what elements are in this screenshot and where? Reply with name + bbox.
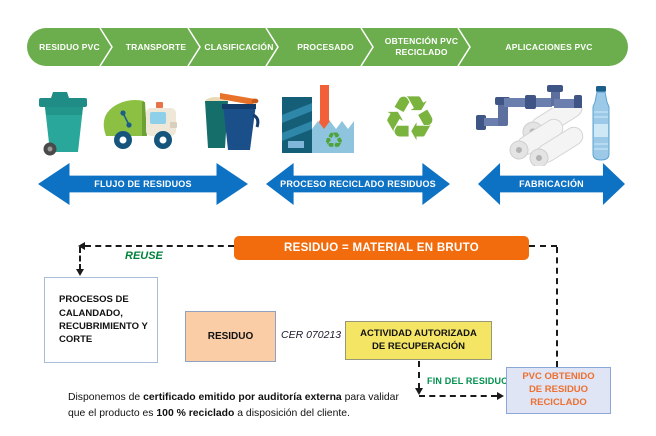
actividad-line2: DE RECUPERACIÓN bbox=[372, 340, 465, 352]
process-chevron-bar: RESIDUO PVC TRANSPORTE CLASIFICACIÓN PRO… bbox=[27, 28, 628, 66]
arrowhead-down-icon bbox=[76, 269, 84, 276]
arrowhead-down-icon bbox=[415, 388, 423, 395]
plastic-bottle-icon bbox=[592, 86, 610, 161]
arrow-proceso-reciclado: PROCESO RECICLADO RESIDUOS bbox=[266, 163, 450, 205]
garbage-truck-icon bbox=[103, 100, 177, 149]
note-seg3: para validar que el producto es bbox=[68, 392, 399, 419]
step-residuo-pvc: RESIDUO PVC bbox=[39, 41, 100, 52]
wheelie-bin-icon bbox=[39, 92, 87, 156]
arrow-flujo-de-residuos: FLUJO DE RESIDUOS bbox=[38, 163, 248, 205]
arrowhead-left-icon bbox=[78, 242, 85, 250]
connector-banner-to-reuse bbox=[85, 245, 234, 247]
step-obtencion-pvc: OBTENCIÓN PVC RECICLADO bbox=[384, 36, 459, 57]
note-seg4-bold: 100 % reciclado bbox=[156, 408, 235, 419]
pvc-obtenido-box: PVC OBTENIDO DE RESIDUO RECICLADO bbox=[506, 367, 611, 414]
recycle-symbol-icon: ♻ bbox=[382, 82, 438, 155]
arrow-fabricacion: FABRICACIÓN bbox=[478, 163, 625, 205]
connector-fin-to-pvc bbox=[419, 395, 497, 397]
chevron-separators-icon bbox=[99, 28, 471, 66]
connector-activity-down bbox=[418, 361, 420, 389]
cer-code-label: CER 070213 bbox=[281, 329, 342, 341]
step-procesado: PROCESADO bbox=[297, 41, 354, 52]
note-seg5: a disposición del cliente. bbox=[234, 408, 350, 419]
pvc-line1: PVC OBTENIDO bbox=[522, 371, 595, 383]
arrowhead-right-icon bbox=[497, 392, 504, 400]
fin-del-residuo-label: FIN DEL RESIDUO bbox=[427, 376, 509, 386]
arrow-label: PROCESO RECICLADO RESIDUOS bbox=[280, 179, 436, 189]
note-seg1: Disponemos de bbox=[68, 392, 144, 404]
residuo-material-banner: RESIDUO = MATERIAL EN BRUTO bbox=[234, 236, 529, 260]
note-seg2-bold: certificado emitido por auditoría extern… bbox=[143, 392, 342, 404]
connector-down-to-process bbox=[79, 247, 81, 270]
step-transporte: TRANSPORTE bbox=[125, 41, 187, 52]
factory-recycle-glyph-icon: ♻ bbox=[324, 129, 344, 153]
recycling-factory-icon: ♻ bbox=[282, 85, 354, 153]
film-rolls-icon bbox=[509, 108, 584, 166]
certificate-note: Disponemos de certificado emitido por au… bbox=[68, 390, 402, 421]
actividad-autorizada-box: ACTIVIDAD AUTORIZADA DE RECUPERACIÓN bbox=[345, 321, 492, 360]
residuo-box: RESIDUO bbox=[185, 311, 276, 362]
connector-down-to-pvc bbox=[556, 247, 558, 367]
pvc-pipes-icon bbox=[476, 85, 582, 130]
reuse-label: REUSE bbox=[125, 250, 163, 262]
connector-banner-to-pvc bbox=[529, 245, 557, 247]
waste-bins-icon bbox=[205, 93, 260, 150]
pvc-line2: DE RESIDUO bbox=[528, 384, 589, 396]
step-clasificacion: CLASIFICACIÓN bbox=[204, 41, 274, 52]
pvc-line3: RECICLADO bbox=[530, 396, 587, 408]
actividad-line1: ACTIVIDAD AUTORIZADA bbox=[360, 327, 477, 339]
step-aplicaciones-pvc: APLICACIONES PVC bbox=[505, 41, 593, 52]
arrow-label: FLUJO DE RESIDUOS bbox=[94, 179, 192, 189]
process-calandado-box: PROCESOS DE CALANDADO, RECUBRIMIENTO Y C… bbox=[44, 277, 158, 363]
arrow-label: FABRICACIÓN bbox=[519, 179, 584, 189]
